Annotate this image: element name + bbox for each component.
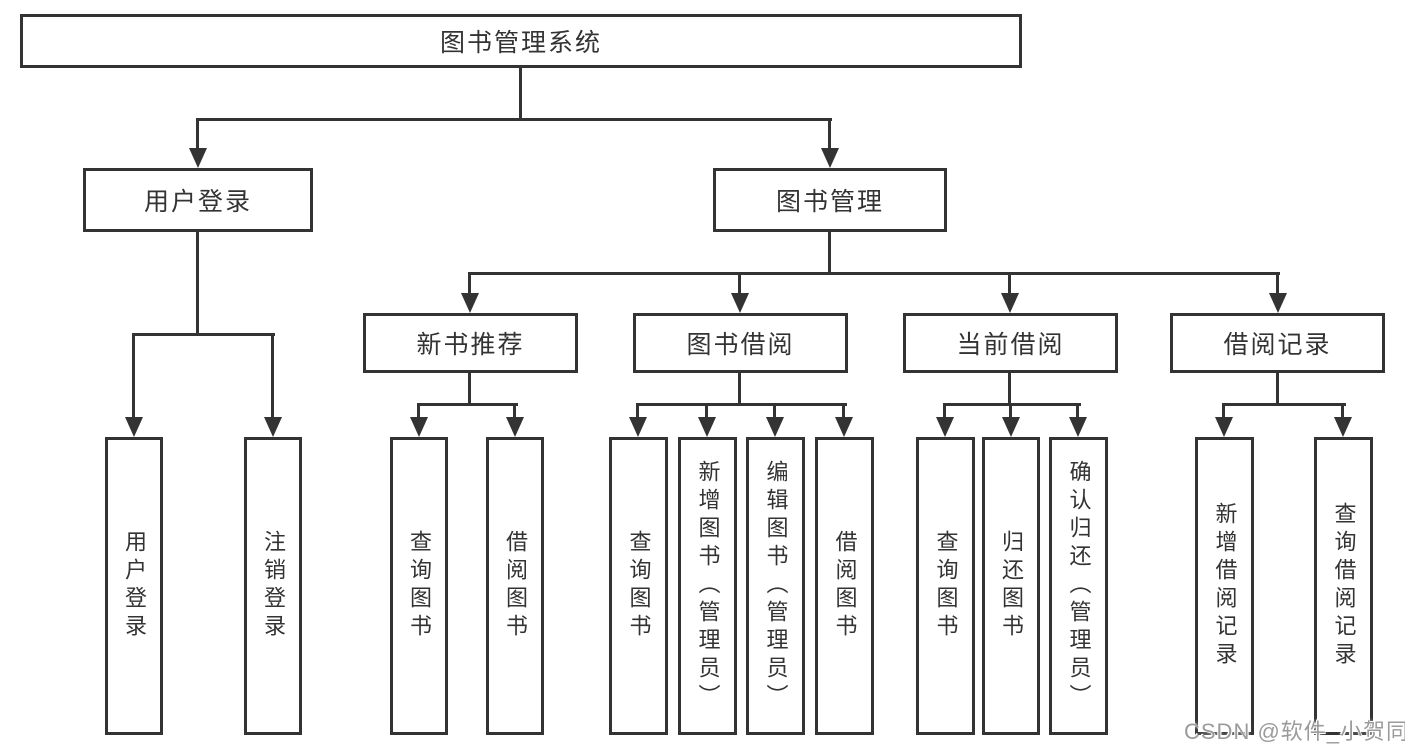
- node-user-login: 用户登录: [83, 168, 313, 232]
- arrowhead: [461, 293, 479, 313]
- arrowhead: [264, 417, 282, 437]
- connector-line: [738, 272, 741, 295]
- arrowhead: [125, 417, 143, 437]
- node-book-management: 图书管理: [713, 168, 947, 232]
- arrowhead: [629, 417, 647, 437]
- connector-line: [469, 272, 1280, 275]
- connector-line: [1341, 403, 1344, 419]
- connector-line: [417, 403, 518, 406]
- connector-line: [705, 403, 708, 419]
- leaf-bb-edit-books-admin: 编辑图书（管理员）: [746, 437, 805, 735]
- connector-line: [196, 118, 199, 150]
- arrowhead: [1069, 417, 1087, 437]
- leaf-br-query-record: 查询借阅记录: [1314, 437, 1373, 735]
- arrowhead: [1334, 417, 1352, 437]
- leaf-rec-query-books: 查询图书: [390, 437, 448, 735]
- leaf-cb-return-books: 归还图书: [982, 437, 1040, 735]
- connector-line: [468, 272, 471, 295]
- arrowhead: [731, 293, 749, 313]
- leaf-cb-confirm-return-admin: 确认归还（管理员）: [1049, 437, 1108, 735]
- node-new-book-recommend: 新书推荐: [363, 313, 578, 373]
- connector-line: [943, 403, 946, 419]
- connector-line: [196, 232, 199, 336]
- connector-line: [828, 118, 831, 150]
- arrowhead: [1215, 417, 1233, 437]
- arrowhead: [1001, 293, 1019, 313]
- arrowhead: [936, 417, 954, 437]
- leaf-user-login: 用户登录: [105, 437, 163, 735]
- arrowhead: [410, 417, 428, 437]
- connector-line: [1076, 403, 1079, 419]
- connector-line: [773, 403, 776, 419]
- arrowhead: [698, 417, 716, 437]
- watermark-csdn: CSDN @软件_小贺同学: [1184, 719, 1405, 744]
- leaf-bb-borrow-books: 借阅图书: [815, 437, 874, 735]
- connector-line: [132, 333, 275, 336]
- arrowhead: [835, 417, 853, 437]
- arrowhead: [1002, 417, 1020, 437]
- arrowhead: [821, 148, 839, 168]
- arrowhead: [506, 417, 524, 437]
- connector-line: [1276, 373, 1279, 405]
- arrowhead: [766, 417, 784, 437]
- connector-line: [636, 403, 639, 419]
- connector-line: [1276, 272, 1279, 295]
- connector-line: [636, 403, 847, 406]
- connector-line: [1008, 373, 1011, 405]
- leaf-logout: 注销登录: [244, 437, 302, 735]
- connector-line: [519, 68, 522, 121]
- connector-line: [738, 373, 741, 405]
- connector-line: [417, 403, 420, 419]
- node-root: 图书管理系统: [20, 14, 1022, 68]
- connector-line: [1222, 403, 1346, 406]
- connector-line: [132, 333, 135, 419]
- node-book-borrow: 图书借阅: [633, 313, 848, 373]
- leaf-cb-query-books: 查询图书: [916, 437, 975, 735]
- connector-line: [1009, 403, 1012, 419]
- leaf-bb-query-books: 查询图书: [609, 437, 668, 735]
- node-borrow-record: 借阅记录: [1170, 313, 1385, 373]
- connector-line: [271, 333, 274, 419]
- connector-line: [828, 232, 831, 274]
- leaf-br-add-record: 新增借阅记录: [1195, 437, 1254, 735]
- connector-line: [1008, 272, 1011, 295]
- leaf-bb-add-books-admin: 新增图书（管理员）: [678, 437, 737, 735]
- connector-line: [513, 403, 516, 419]
- arrowhead: [189, 148, 207, 168]
- connector-line: [842, 403, 845, 419]
- connector-line: [1222, 403, 1225, 419]
- arrowhead: [1269, 293, 1287, 313]
- connector-line: [943, 403, 1081, 406]
- connector-line: [196, 118, 832, 121]
- leaf-rec-borrow-books: 借阅图书: [486, 437, 544, 735]
- node-current-borrow: 当前借阅: [903, 313, 1118, 373]
- connector-line: [468, 373, 471, 405]
